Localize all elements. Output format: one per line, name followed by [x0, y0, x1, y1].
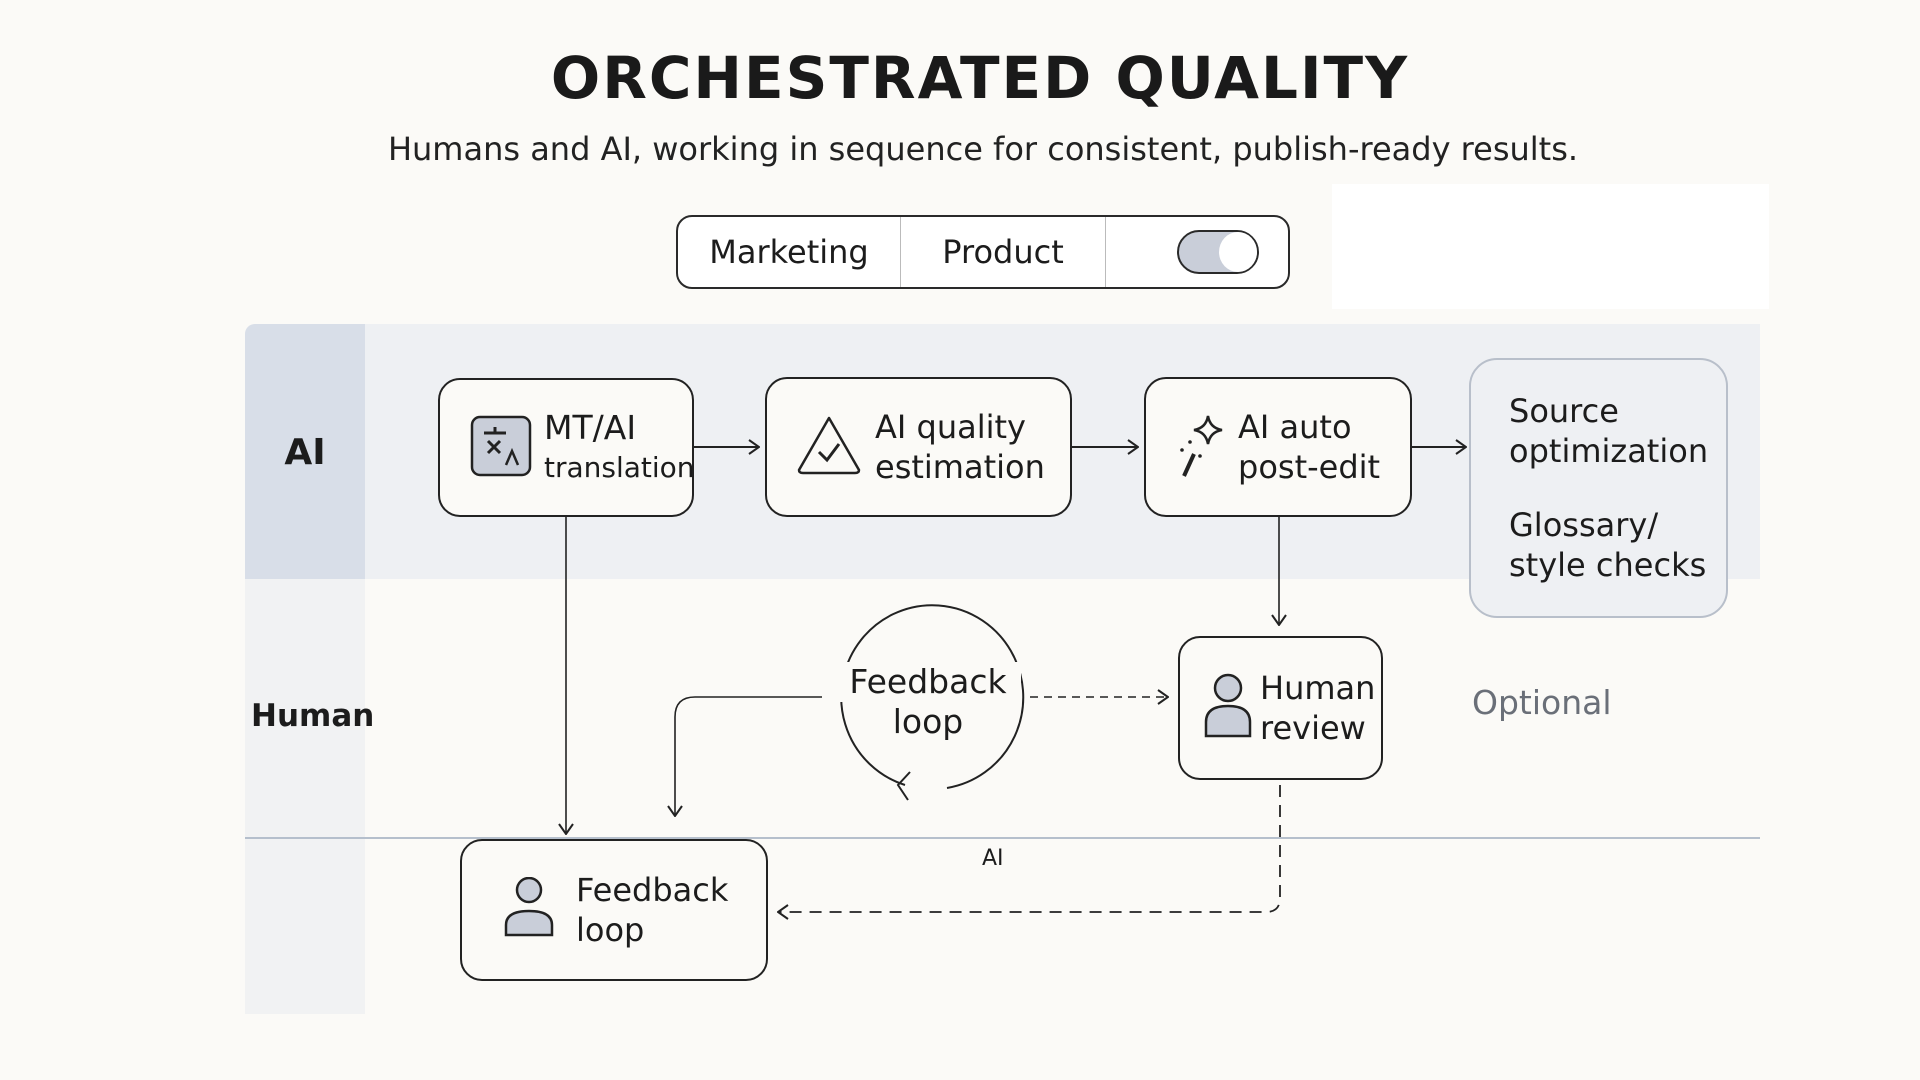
mt-line2: translation — [544, 450, 695, 484]
translate-icon — [470, 415, 532, 481]
ai-annotation: AI — [982, 846, 1004, 871]
toggle-switch[interactable] — [1177, 230, 1259, 274]
lane-label-ai: AI — [284, 432, 326, 473]
lane-divider — [245, 837, 1760, 839]
review-line2: review — [1260, 709, 1366, 747]
feedback-line2: loop — [576, 911, 645, 949]
node-source-checks[interactable]: Source optimization Glossary/ style chec… — [1469, 358, 1728, 618]
user-icon — [504, 876, 554, 943]
source-line4: style checks — [1509, 546, 1707, 584]
source-line1: Source — [1509, 392, 1619, 430]
user-icon — [1204, 672, 1252, 744]
pe-line2: post-edit — [1238, 448, 1381, 486]
qe-line2: estimation — [875, 448, 1045, 486]
pe-line1: AI auto — [1238, 408, 1352, 446]
node-quality-estimation[interactable]: AI quality estimation — [765, 377, 1072, 517]
feedback-loop-circle — [840, 604, 1025, 789]
magic-wand-icon — [1178, 410, 1226, 484]
warning-check-icon — [795, 414, 863, 480]
node-human-review[interactable]: Human review — [1178, 636, 1383, 780]
arrow-circle-to-feedback — [675, 696, 822, 816]
page-subtitle: Humans and AI, working in sequence for c… — [387, 130, 1579, 168]
toggle-cell — [1106, 217, 1288, 287]
ai-lane-header — [245, 324, 365, 579]
node-auto-post-edit[interactable]: AI auto post-edit — [1144, 377, 1412, 517]
qe-line1: AI quality — [875, 408, 1026, 446]
mt-line1: MT/AI — [544, 407, 637, 447]
arrow-review-to-feedback-dashed — [778, 785, 1281, 912]
toggle-knob — [1219, 232, 1257, 272]
review-line1: Human — [1260, 669, 1376, 707]
feedback-circle-line1: Feedback — [835, 662, 1021, 702]
feedback-loop-arrowhead — [896, 771, 911, 801]
page-title: ORCHESTRATED QUALITY — [550, 44, 1410, 112]
feedback-circle-label: Feedback loop — [835, 662, 1021, 742]
node-mt-translation[interactable]: MT/AI translation — [438, 378, 695, 517]
background-patch — [1332, 184, 1769, 309]
lane-label-human: Human — [251, 698, 375, 734]
source-line3: Glossary/ — [1509, 506, 1659, 544]
optional-label: Optional — [1472, 683, 1612, 722]
segment-product[interactable]: Product — [901, 217, 1106, 287]
segment-marketing[interactable]: Marketing — [678, 217, 901, 287]
node-feedback-loop[interactable]: Feedback loop — [460, 839, 768, 981]
human-lane-header — [245, 579, 365, 1014]
segmented-control: Marketing Product — [676, 215, 1290, 289]
feedback-line1: Feedback — [576, 871, 729, 909]
source-line2: optimization — [1509, 432, 1709, 470]
feedback-circle-line2: loop — [892, 702, 964, 741]
